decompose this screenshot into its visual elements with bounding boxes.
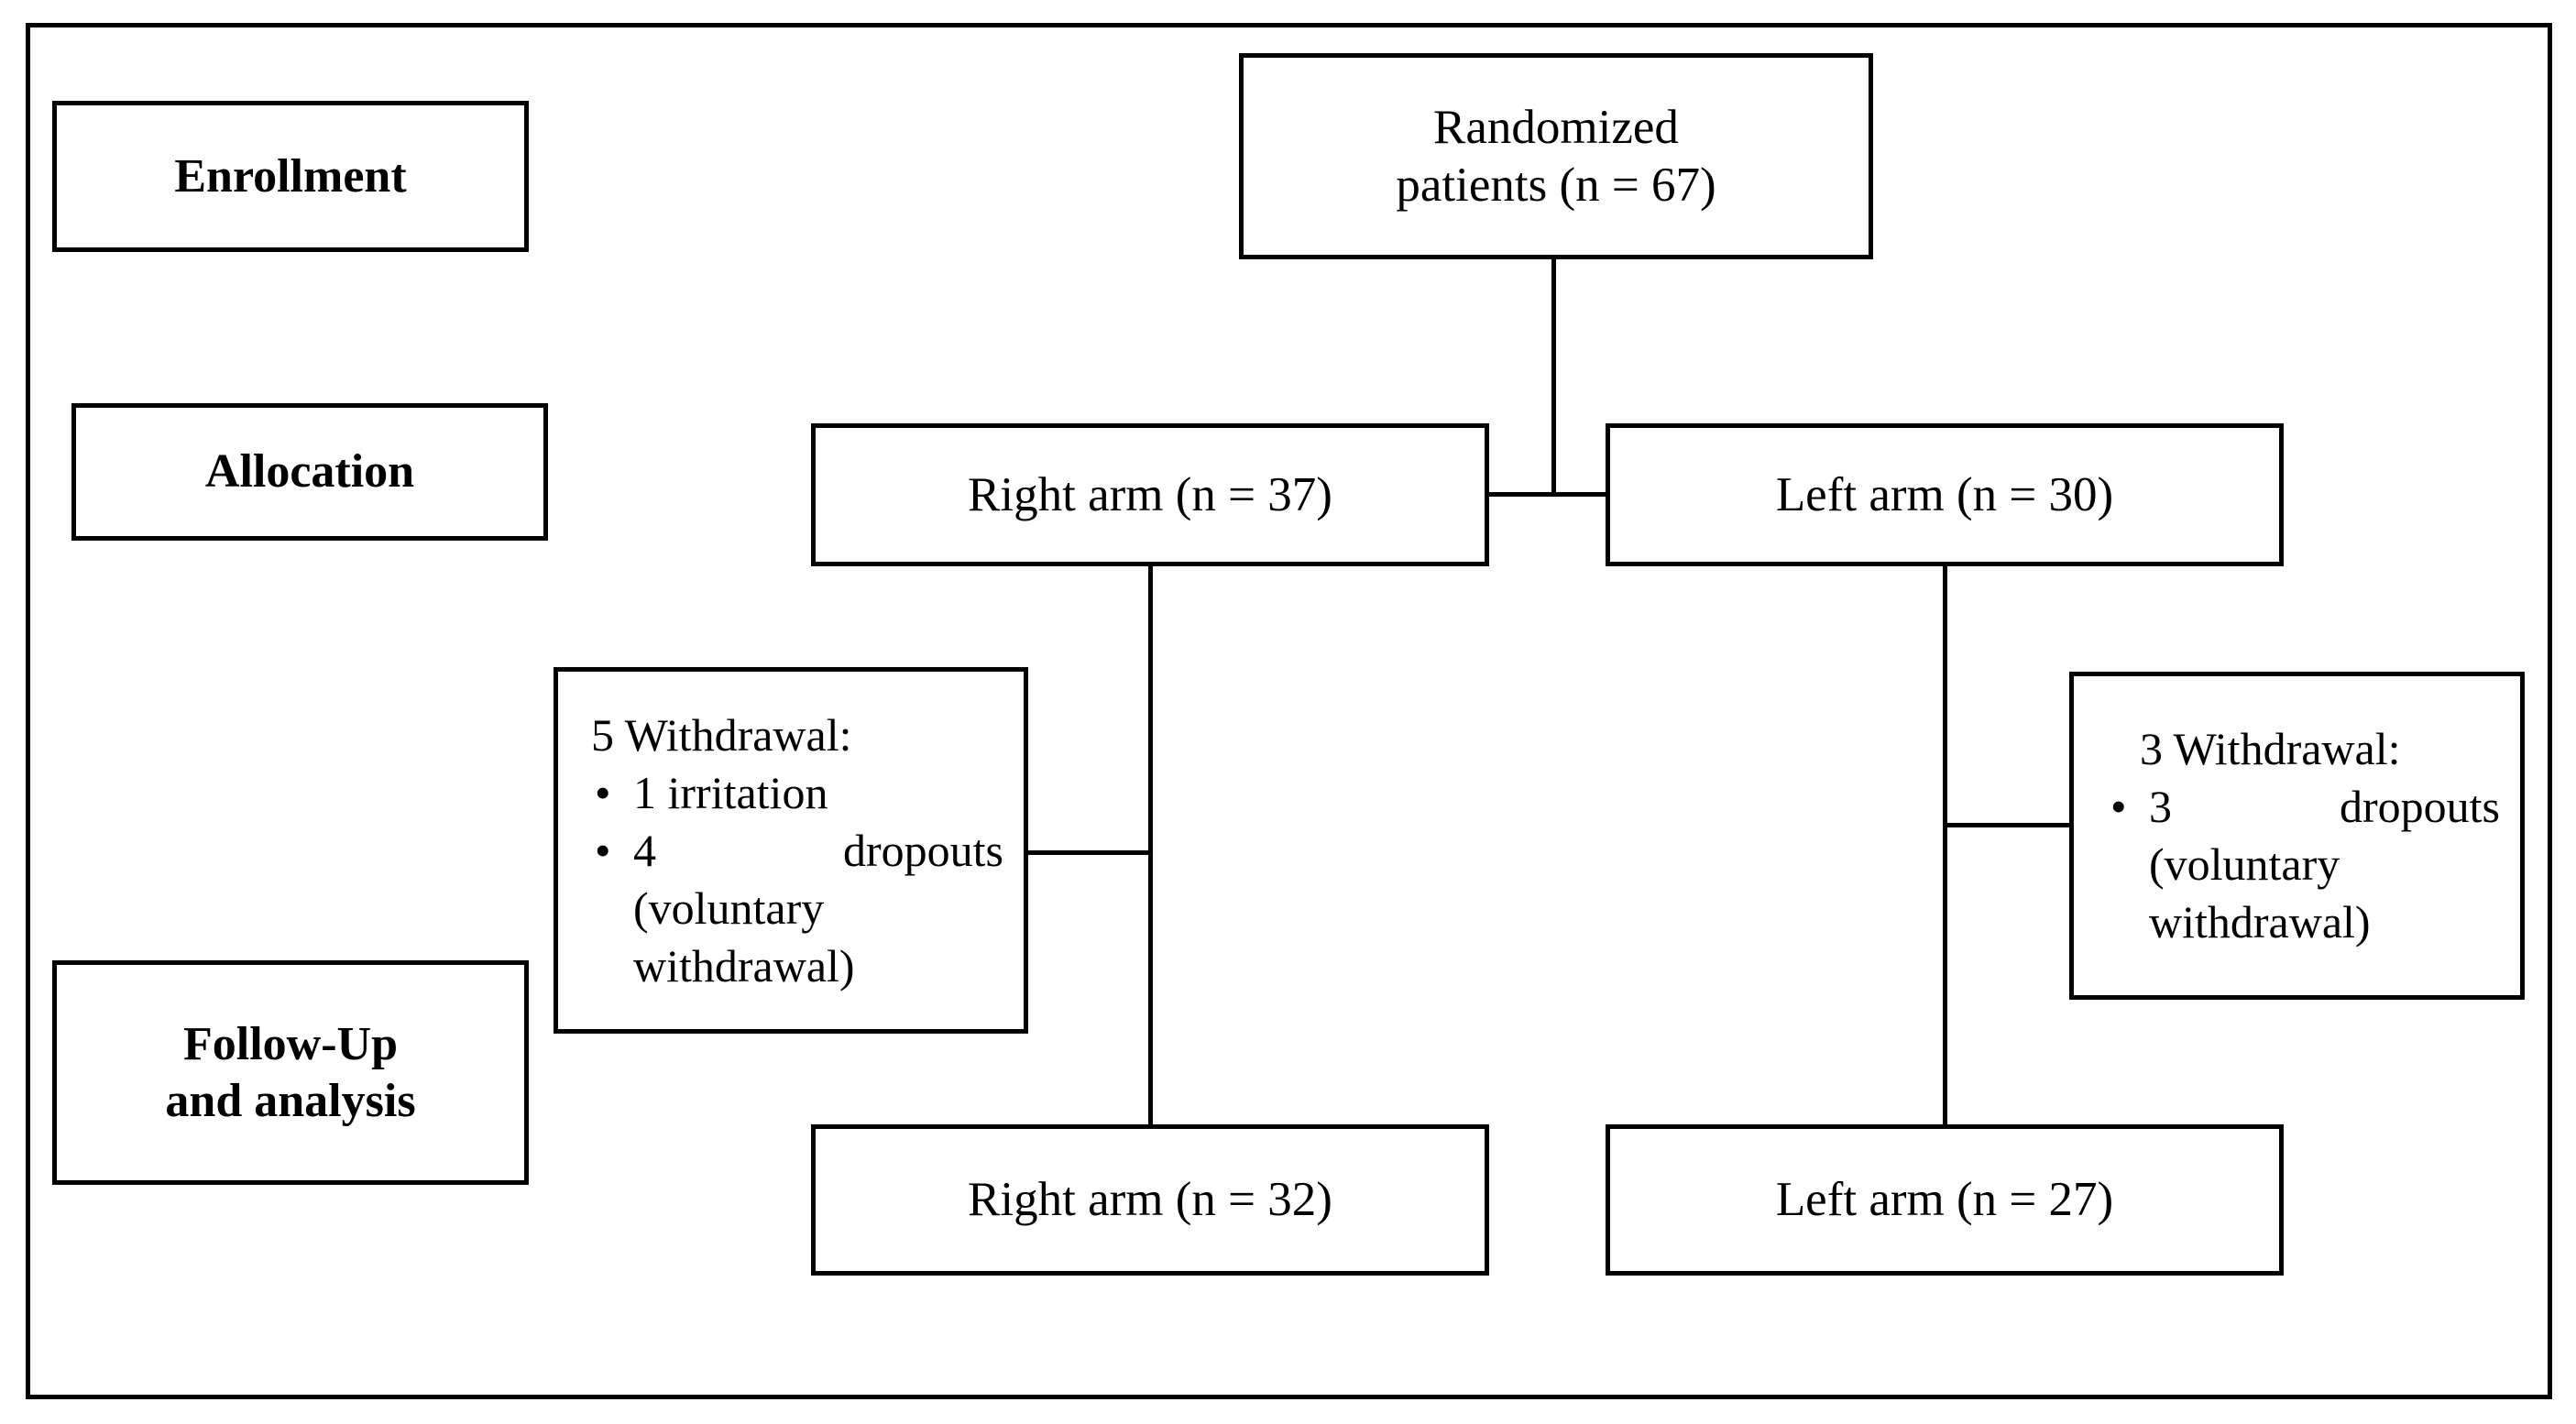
- node-randomized-patients: Randomized patients (n = 67): [1239, 53, 1873, 259]
- stage-label-allocation-text: Allocation: [204, 445, 415, 498]
- withdrawal-left-arm-item-0-count: 3: [2149, 781, 2172, 832]
- bullet-icon: •: [2110, 781, 2127, 832]
- node-final-left-arm-text: Left arm (n = 27): [1775, 1173, 2114, 1227]
- node-allocation-right-arm-text: Right arm (n = 37): [968, 467, 1332, 521]
- connector-right-arm-stem: [1148, 562, 1153, 1124]
- withdrawal-right-arm-item-1-line-2: (voluntary: [633, 882, 825, 934]
- bullet-icon: •: [595, 824, 611, 876]
- withdrawal-left-arm-item-0-line-3: withdrawal): [2149, 896, 2371, 948]
- withdrawal-left-arm-item-0-line-2: (voluntary: [2149, 838, 2340, 890]
- node-allocation-left-arm-text: Left arm (n = 30): [1775, 467, 2114, 521]
- node-allocation-right-arm: Right arm (n = 37): [811, 423, 1489, 566]
- stage-label-follow-up: Follow-Up and analysis: [52, 960, 529, 1185]
- withdrawal-left-arm-item-0-line-1: 3 dropouts: [2149, 778, 2500, 836]
- node-final-right-arm-text: Right arm (n = 32): [968, 1173, 1332, 1227]
- withdrawal-right-arm-item-1-line-3: withdrawal): [633, 939, 855, 991]
- connector-left-withdrawal-branch: [1943, 823, 2073, 827]
- withdrawal-right-arm-item-0-line-1: 1 irritation: [633, 766, 828, 818]
- withdrawal-right-arm-item-1-count: 4: [633, 824, 656, 876]
- node-allocation-left-arm: Left arm (n = 30): [1606, 423, 2284, 566]
- list-item: • 4 dropouts (voluntary withdrawal): [591, 822, 1003, 995]
- list-item: • 3 dropouts (voluntary withdrawal): [2107, 778, 2500, 951]
- connector-randomized-stem: [1551, 257, 1556, 497]
- withdrawal-right-arm-item-1-word: dropouts: [843, 824, 1003, 876]
- bullet-icon: •: [595, 766, 611, 818]
- stage-label-enrollment: Enrollment: [52, 101, 529, 252]
- withdrawal-box-left-arm: 3 Withdrawal: • 3 dropouts (voluntary wi…: [2069, 672, 2525, 1000]
- connector-left-arm-stem: [1943, 562, 1947, 1124]
- stage-label-follow-up-text: Follow-Up and analysis: [165, 1018, 416, 1127]
- withdrawal-right-arm-heading: 5 Withdrawal:: [591, 708, 852, 761]
- node-randomized-patients-text: Randomized patients (n = 67): [1396, 100, 1716, 212]
- withdrawal-left-arm-heading: 3 Withdrawal:: [2140, 723, 2401, 774]
- withdrawal-right-arm-list: • 1 irritation • 4 dropouts (voluntary w…: [591, 764, 1003, 995]
- stage-label-allocation: Allocation: [71, 403, 548, 541]
- node-final-left-arm: Left arm (n = 27): [1606, 1124, 2284, 1276]
- list-item: • 1 irritation: [591, 764, 1003, 822]
- connector-right-withdrawal-branch: [1020, 850, 1153, 855]
- withdrawal-left-arm-item-0-word: dropouts: [2340, 781, 2500, 832]
- withdrawal-box-right-arm: 5 Withdrawal: • 1 irritation • 4 dropout…: [554, 667, 1028, 1034]
- node-final-right-arm: Right arm (n = 32): [811, 1124, 1489, 1276]
- connector-allocation-bar: [1485, 492, 1613, 497]
- withdrawal-right-arm-item-1-line-1: 4 dropouts: [633, 822, 1003, 880]
- withdrawal-left-arm-list: • 3 dropouts (voluntary withdrawal): [2107, 778, 2500, 951]
- stage-label-enrollment-text: Enrollment: [174, 149, 407, 203]
